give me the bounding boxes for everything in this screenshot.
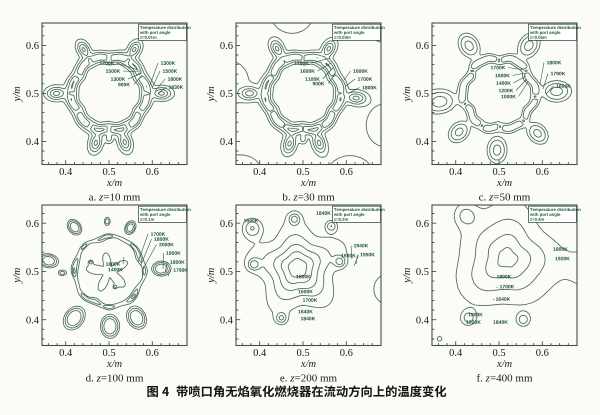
- svg-text:b. z=30 mm: b. z=30 mm: [282, 192, 335, 204]
- svg-text:0.5: 0.5: [416, 267, 429, 278]
- svg-text:0.6: 0.6: [536, 167, 549, 178]
- svg-text:0.4: 0.4: [253, 167, 267, 178]
- svg-text:x/m: x/m: [300, 178, 317, 189]
- svg-text:c. z=50 mm: c. z=50 mm: [479, 192, 531, 204]
- svg-text:0.6: 0.6: [416, 41, 429, 52]
- svg-text:0.4: 0.4: [449, 348, 463, 359]
- svg-text:0.6: 0.6: [416, 219, 429, 230]
- svg-text:0.6: 0.6: [146, 348, 159, 359]
- svg-text:0.4: 0.4: [26, 137, 40, 148]
- svg-text:0.5: 0.5: [26, 267, 39, 278]
- svg-text:d. z=100 mm: d. z=100 mm: [86, 373, 144, 385]
- svg-text:0.5: 0.5: [220, 267, 233, 278]
- svg-text:0.5: 0.5: [102, 167, 115, 178]
- svg-text:0.4: 0.4: [26, 315, 40, 326]
- svg-text:y/m: y/m: [12, 267, 23, 284]
- svg-text:y/m: y/m: [402, 267, 413, 284]
- svg-text:y/m: y/m: [12, 86, 23, 103]
- svg-text:0.5: 0.5: [26, 89, 39, 100]
- svg-text:x/m: x/m: [106, 178, 123, 189]
- svg-text:x/m: x/m: [496, 359, 513, 370]
- svg-text:0.6: 0.6: [340, 167, 353, 178]
- svg-text:0.4: 0.4: [416, 315, 430, 326]
- svg-text:0.6: 0.6: [26, 219, 39, 230]
- svg-text:0.4: 0.4: [416, 137, 430, 148]
- svg-text:y/m: y/m: [206, 86, 217, 103]
- svg-text:0.4: 0.4: [253, 348, 267, 359]
- svg-text:0.5: 0.5: [416, 89, 429, 100]
- svg-text:x/m: x/m: [106, 359, 123, 370]
- svg-text:0.4: 0.4: [59, 348, 73, 359]
- svg-text:0.6: 0.6: [536, 348, 549, 359]
- svg-text:0.4: 0.4: [220, 137, 234, 148]
- svg-text:a. z=10 mm: a. z=10 mm: [89, 192, 141, 204]
- svg-text:x/m: x/m: [496, 178, 513, 189]
- svg-text:y/m: y/m: [206, 267, 217, 284]
- svg-text:0.4: 0.4: [220, 315, 234, 326]
- svg-text:0.6: 0.6: [220, 219, 233, 230]
- svg-text:0.5: 0.5: [296, 167, 309, 178]
- svg-text:0.5: 0.5: [492, 348, 505, 359]
- svg-text:0.4: 0.4: [59, 167, 73, 178]
- svg-text:0.6: 0.6: [340, 348, 353, 359]
- svg-text:0.6: 0.6: [26, 41, 39, 52]
- svg-text:y/m: y/m: [402, 86, 413, 103]
- svg-text:0.5: 0.5: [492, 167, 505, 178]
- svg-text:0.4: 0.4: [449, 167, 463, 178]
- svg-text:0.5: 0.5: [296, 348, 309, 359]
- svg-text:0.6: 0.6: [220, 41, 233, 52]
- svg-text:e. z=200 mm: e. z=200 mm: [280, 373, 338, 385]
- svg-text:0.5: 0.5: [102, 348, 115, 359]
- svg-text:0.6: 0.6: [146, 167, 159, 178]
- svg-text:x/m: x/m: [300, 359, 317, 370]
- svg-text:0.5: 0.5: [220, 89, 233, 100]
- svg-text:f. z=400 mm: f. z=400 mm: [476, 373, 532, 385]
